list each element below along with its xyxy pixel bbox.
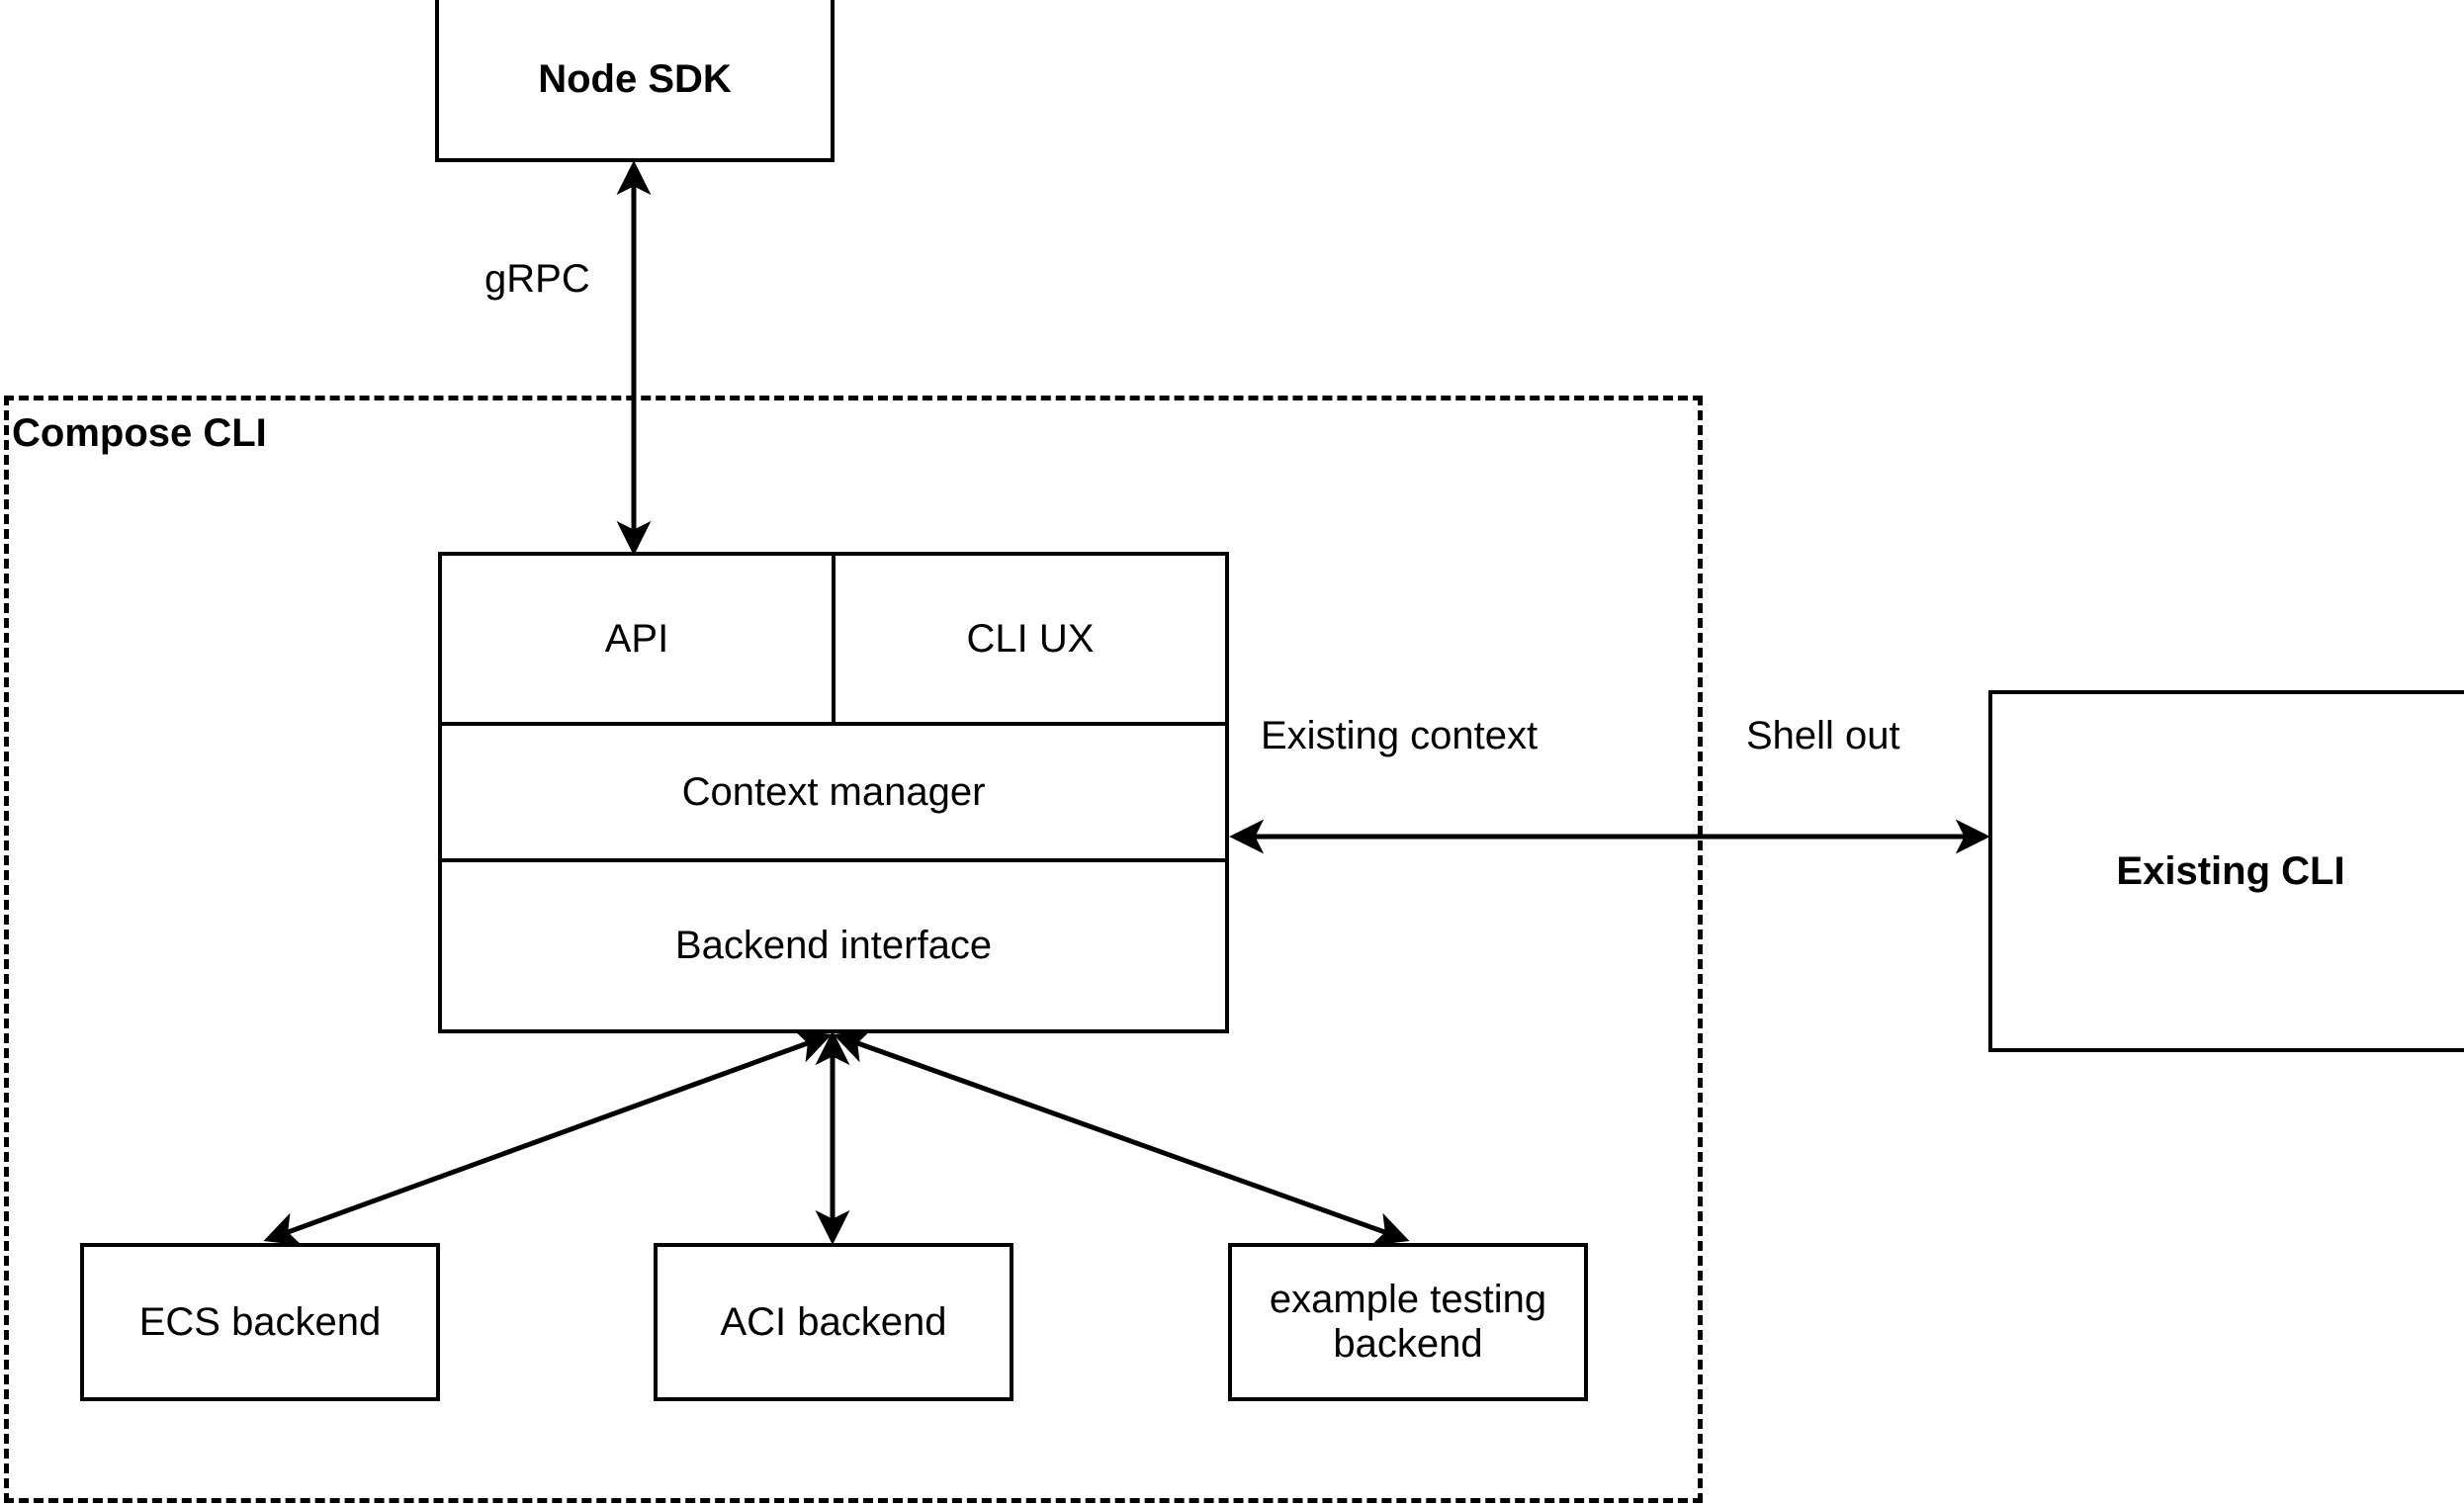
cli-ux-label: CLI UX <box>966 616 1095 661</box>
cli-stack-box: API CLI UX Context manager Backend inter… <box>438 552 1229 1033</box>
ecs-backend-label: ECS backend <box>138 1299 382 1344</box>
api-label: API <box>604 616 669 661</box>
example-testing-backend-label: example testing backend <box>1269 1278 1547 1366</box>
edge-backend-ecs <box>263 1029 833 1246</box>
existing-cli-box[interactable]: Existing CLI <box>1988 690 2464 1052</box>
compose-cli-group-title: Compose CLI <box>12 411 267 455</box>
ecs-backend-box[interactable]: ECS backend <box>80 1243 440 1401</box>
shell-out-edge-label: Shell out <box>1746 714 1900 757</box>
example-testing-backend-box[interactable]: example testing backend <box>1228 1243 1588 1401</box>
existing-context-edge-label: Existing context <box>1261 714 1539 757</box>
context-manager-label: Context manager <box>681 769 986 814</box>
cli-stack-row-backend-interface[interactable]: Backend interface <box>442 862 1225 1029</box>
aci-backend-label: ACI backend <box>720 1299 947 1344</box>
api-cell[interactable]: API <box>442 556 836 722</box>
cli-stack-row-context-manager[interactable]: Context manager <box>442 726 1225 862</box>
context-manager-cell[interactable]: Context manager <box>442 726 1225 858</box>
existing-cli-label: Existing CLI <box>2116 848 2345 893</box>
backend-interface-label: Backend interface <box>674 924 993 967</box>
backend-interface-cell[interactable]: Backend interface <box>442 862 1225 1029</box>
node-sdk-box[interactable]: Node SDK <box>435 0 835 162</box>
aci-backend-box[interactable]: ACI backend <box>654 1243 1013 1401</box>
compose-cli-group-border <box>4 396 1703 1503</box>
grpc-edge-label: gRPC <box>484 257 590 301</box>
cli-ux-cell[interactable]: CLI UX <box>836 556 1225 722</box>
edge-backend-example <box>833 1029 1410 1246</box>
cli-stack-row-top: API CLI UX <box>442 556 1225 726</box>
node-sdk-label: Node SDK <box>538 56 732 101</box>
